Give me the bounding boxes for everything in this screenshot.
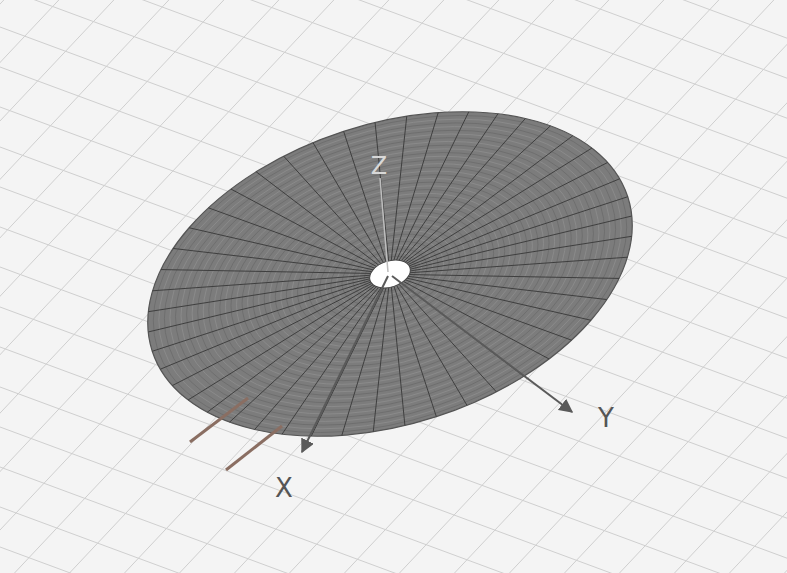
disk-patch bbox=[106, 54, 674, 494]
grid-line bbox=[720, 0, 787, 573]
mesh-spoke bbox=[404, 179, 625, 266]
mesh-spoke bbox=[403, 246, 549, 394]
mesh-spoke bbox=[248, 288, 414, 434]
mesh-spoke bbox=[153, 225, 370, 340]
mesh-spoke bbox=[173, 192, 372, 327]
axis-label: X bbox=[275, 475, 293, 501]
mesh-spoke bbox=[275, 288, 421, 436]
mesh-ring bbox=[223, 145, 557, 404]
mesh-spoke bbox=[284, 138, 381, 282]
mesh-ring bbox=[249, 165, 531, 384]
axis-label: Y bbox=[598, 405, 614, 431]
coordinate-axes bbox=[190, 178, 572, 470]
mesh-ring bbox=[242, 160, 537, 389]
mesh-spoke bbox=[371, 118, 555, 260]
mesh-spoke bbox=[399, 266, 496, 410]
mesh-spoke bbox=[409, 213, 619, 339]
axis-label: Z bbox=[371, 154, 387, 178]
mesh-spoke bbox=[189, 178, 373, 320]
mesh-spoke bbox=[407, 228, 591, 370]
grid-line bbox=[775, 0, 787, 573]
mesh-spoke bbox=[365, 114, 531, 260]
mesh-spoke bbox=[344, 131, 386, 261]
mesh-ring bbox=[184, 114, 596, 433]
mesh-ring bbox=[119, 64, 661, 484]
mesh-spoke bbox=[225, 287, 409, 429]
mesh-ring bbox=[145, 84, 635, 464]
mesh-spoke bbox=[408, 220, 607, 355]
grid-line bbox=[0, 0, 787, 80]
grid-line bbox=[0, 0, 145, 573]
mesh-ring bbox=[158, 94, 622, 453]
axis-line bbox=[380, 178, 388, 272]
mesh-spoke bbox=[186, 286, 396, 412]
mesh-spoke bbox=[355, 113, 477, 260]
mesh-ring bbox=[229, 150, 550, 399]
mesh-ring bbox=[216, 140, 563, 409]
grid-line bbox=[60, 0, 787, 573]
mesh-spoke bbox=[397, 276, 467, 414]
grid-line bbox=[0, 550, 787, 573]
grid-line bbox=[610, 0, 787, 573]
axis-line bbox=[226, 426, 282, 470]
mesh-ring bbox=[177, 109, 602, 438]
mesh-ring bbox=[112, 59, 667, 489]
mesh-spoke bbox=[256, 145, 378, 292]
grid-line bbox=[0, 0, 90, 573]
mesh-ring bbox=[151, 89, 628, 458]
mesh-spoke bbox=[405, 237, 571, 383]
grid-line bbox=[0, 0, 787, 120]
mesh-spoke bbox=[161, 208, 371, 334]
mesh-spoke bbox=[161, 283, 382, 385]
mesh-spoke bbox=[410, 197, 628, 268]
mesh-spoke bbox=[155, 282, 376, 369]
grid-line bbox=[0, 510, 787, 573]
disk-surface bbox=[106, 54, 674, 494]
mesh-ring bbox=[210, 135, 570, 414]
mesh-spoke bbox=[384, 136, 594, 262]
mesh-ring bbox=[132, 74, 648, 474]
mesh-ring bbox=[164, 99, 615, 448]
mesh-spoke bbox=[148, 262, 369, 349]
mesh-ring bbox=[255, 170, 524, 379]
axis-line bbox=[190, 398, 248, 442]
mesh-spoke bbox=[231, 154, 377, 302]
mesh-ring bbox=[125, 69, 654, 479]
mesh-ring bbox=[236, 155, 544, 394]
grid-line bbox=[665, 0, 787, 573]
mesh-ring bbox=[190, 119, 589, 428]
mesh-spoke bbox=[350, 116, 447, 260]
mesh-spoke bbox=[152, 280, 370, 351]
mesh-spoke bbox=[391, 148, 608, 263]
mesh-spoke bbox=[360, 112, 506, 260]
mesh-ring bbox=[171, 104, 609, 443]
axis-arrow bbox=[302, 276, 388, 452]
grid-line bbox=[0, 0, 35, 573]
grid-line bbox=[0, 430, 787, 573]
mesh-spoke bbox=[397, 162, 618, 264]
mesh-spoke bbox=[208, 165, 374, 311]
axis-arrow bbox=[392, 276, 572, 412]
